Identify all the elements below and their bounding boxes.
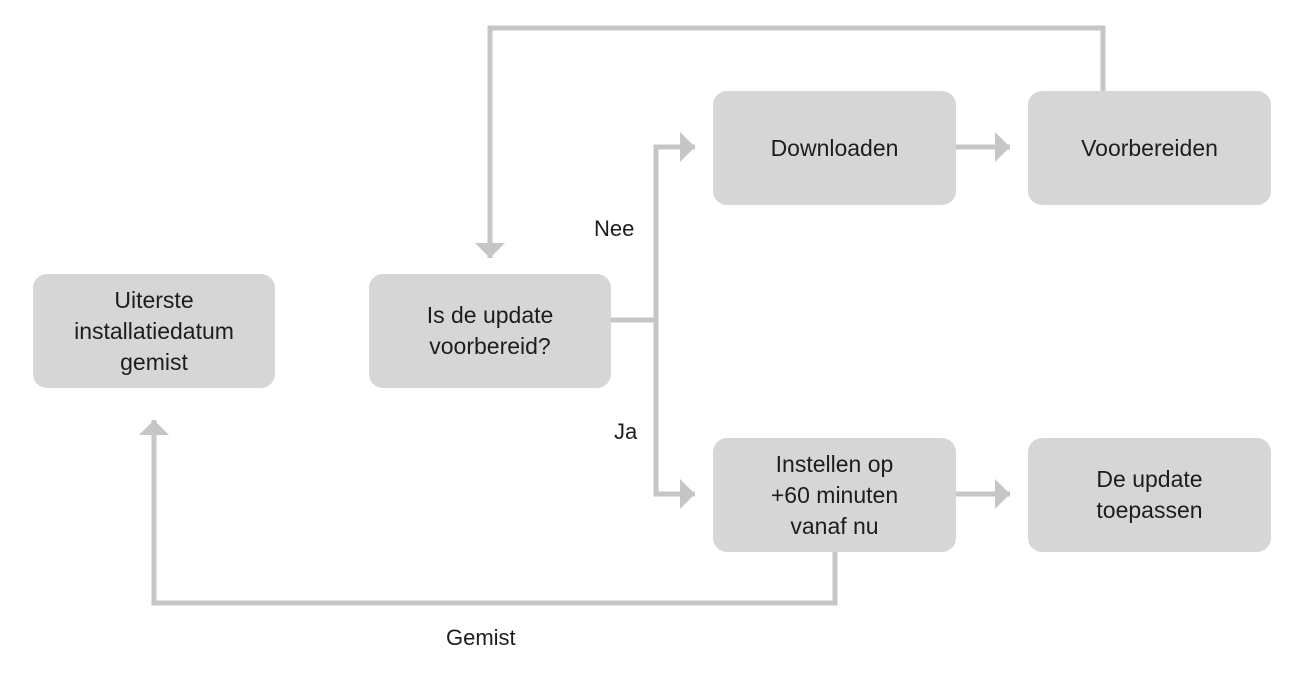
no-branch-connector	[653, 132, 695, 320]
node-download: Downloaden	[713, 91, 956, 205]
edge-label-missed: Gemist	[446, 625, 516, 650]
node-prepare: Voorbereiden	[1028, 91, 1271, 205]
node-missed-deadline-label: Uiterste installatiedatum gemist	[74, 286, 234, 375]
node-prepare-label: Voorbereiden	[1081, 134, 1218, 161]
edge-label-no: Nee	[594, 216, 635, 241]
node-is-update-prepared: Is de update voorbereid?	[369, 274, 611, 388]
node-apply-update: De update toepassen	[1028, 438, 1271, 552]
edge-label-yes: Ja	[614, 419, 638, 444]
node-apply-update-label: De update toepassen	[1096, 466, 1203, 523]
node-schedule-label: Instellen op +60 minuten vanaf nu	[770, 450, 899, 539]
missed-connector	[139, 420, 838, 606]
yes-branch-connector	[653, 320, 695, 509]
node-download-label: Downloaden	[770, 134, 899, 161]
node-is-update-prepared-label: Is de update voorbereid?	[426, 302, 554, 359]
node-schedule: Instellen op +60 minuten vanaf nu	[713, 438, 956, 552]
loop-back-connector	[475, 25, 1106, 258]
node-missed-deadline: Uiterste installatiedatum gemist	[33, 274, 275, 388]
